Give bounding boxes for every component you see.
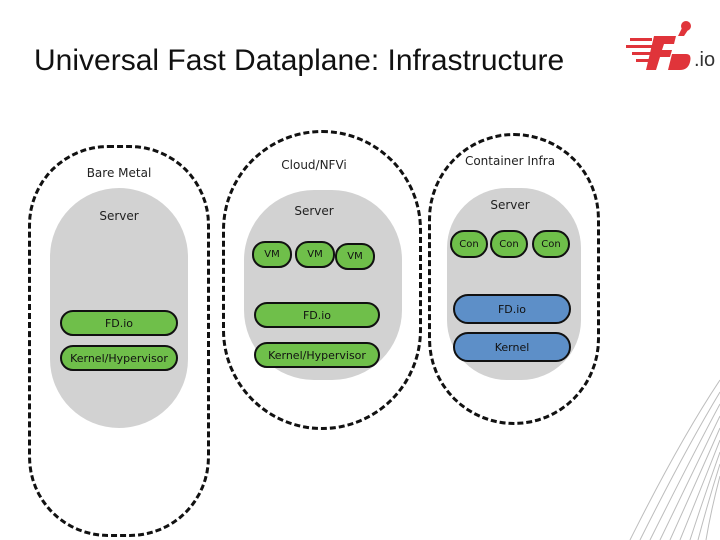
container-heading: Container Infra bbox=[464, 154, 556, 168]
bare-metal-server bbox=[50, 188, 188, 428]
con-2: Con bbox=[490, 230, 528, 258]
cloud-dashed-boundary bbox=[222, 130, 422, 430]
bare-metal-kernel: Kernel/Hypervisor bbox=[60, 345, 178, 371]
con-3: Con bbox=[532, 230, 570, 258]
cloud-heading: Cloud/NFVi bbox=[281, 158, 347, 172]
cloud-fdio: FD.io bbox=[254, 302, 380, 328]
vm-3: VM bbox=[335, 243, 375, 270]
container-server-label: Server bbox=[490, 198, 530, 212]
logo-text: .io bbox=[694, 49, 716, 71]
fdio-logo bbox=[626, 21, 691, 70]
container-fdio: FD.io bbox=[453, 294, 571, 324]
vm-2: VM bbox=[295, 241, 335, 268]
bare-metal-dashed-boundary bbox=[28, 145, 210, 537]
container-kernel: Kernel bbox=[453, 332, 571, 362]
cloud-server-label: Server bbox=[294, 204, 334, 218]
con-1: Con bbox=[450, 230, 488, 258]
container-dashed-boundary bbox=[428, 133, 600, 425]
cloud-kernel: Kernel/Hypervisor bbox=[254, 342, 380, 368]
bare-metal-fdio: FD.io bbox=[60, 310, 178, 336]
vm-1: VM bbox=[252, 241, 292, 268]
slide-title: Universal Fast Dataplane: Infrastructure bbox=[34, 44, 565, 77]
bare-metal-server-label: Server bbox=[99, 209, 139, 223]
decorative-wave-pattern bbox=[629, 379, 720, 540]
bare-metal-heading: Bare Metal bbox=[86, 166, 152, 180]
